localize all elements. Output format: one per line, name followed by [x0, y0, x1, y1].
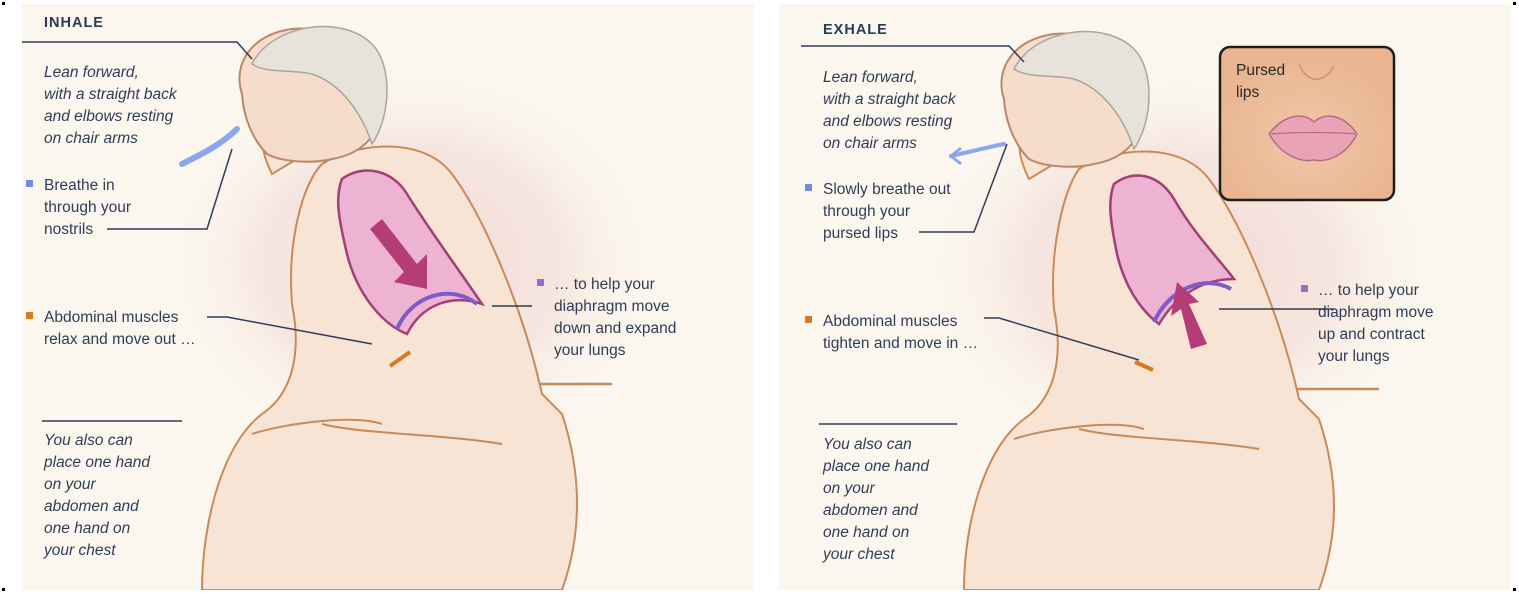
diaphragm-marker-icon — [1301, 285, 1308, 292]
diaphragm-marker-icon — [537, 279, 544, 286]
abdomen-marker-icon — [805, 316, 812, 323]
exhale-abdomen-text: Abdominal muscles tighten and move in … — [823, 311, 978, 355]
breath-marker-icon — [26, 180, 33, 187]
inhale-breath-text: Breathe in through your nostrils — [44, 175, 131, 241]
exhale-diaphragm-text: … to help your diaphragm move up and con… — [1318, 280, 1433, 368]
inhale-hand-text: You also can place one hand on your abdo… — [44, 430, 150, 562]
exhale-breath-text: Slowly breathe out through your pursed l… — [823, 179, 951, 245]
exhale-posture-text: Lean forward, with a straight back and e… — [823, 67, 956, 155]
exhale-hand-text: You also can place one hand on your abdo… — [823, 434, 929, 566]
inhale-abdomen-text: Abdominal muscles relax and move out … — [44, 307, 196, 351]
abdomen-marker-icon — [26, 312, 33, 319]
inhale-diaphragm-text: … to help your diaphragm move down and e… — [554, 274, 676, 362]
breath-marker-icon — [805, 184, 812, 191]
head-icon — [239, 27, 387, 162]
exhale-heading: EXHALE — [823, 22, 888, 38]
head-icon — [1001, 32, 1149, 167]
exhale-panel: EXHALE Lean forward, with a straight bac… — [779, 4, 1511, 590]
pursed-lips-label: Pursed lips — [1236, 60, 1285, 104]
inhale-posture-text: Lean forward, with a straight back and e… — [44, 62, 177, 150]
inhale-heading: INHALE — [44, 15, 104, 31]
inhale-panel: INHALE Lean forward, with a straight bac… — [22, 4, 754, 590]
